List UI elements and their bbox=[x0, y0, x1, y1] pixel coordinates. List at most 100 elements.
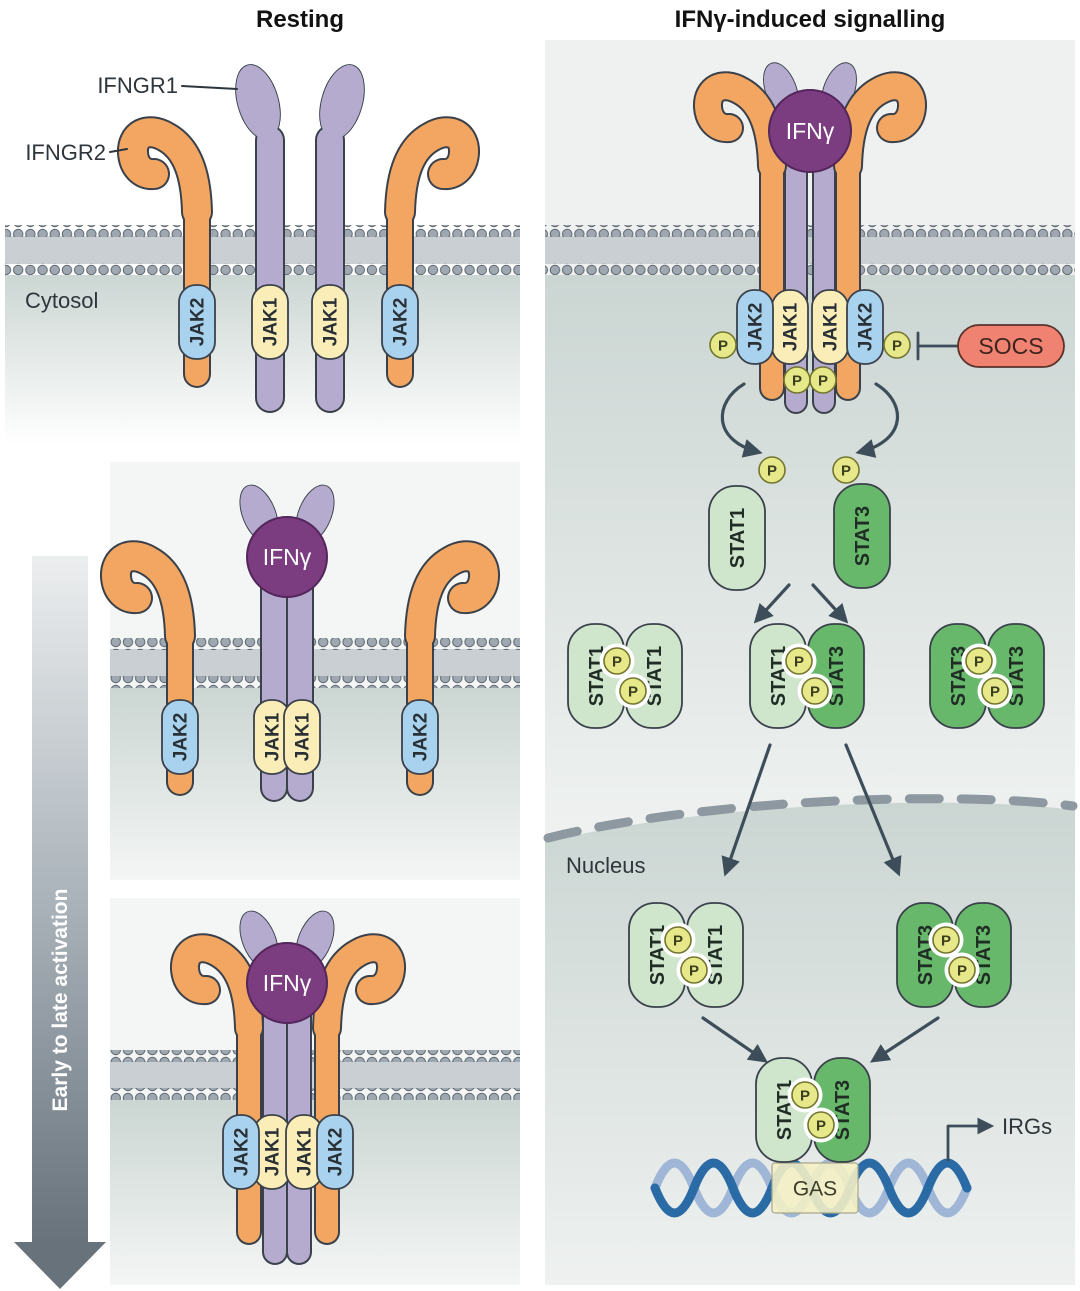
phospho-label: P bbox=[892, 338, 902, 355]
timeline-arrowhead bbox=[14, 1242, 106, 1289]
phospho-label: P bbox=[957, 963, 967, 980]
ifng-ligand: IFNγ bbox=[246, 516, 328, 598]
phospho-label: P bbox=[628, 684, 638, 701]
phospho-badge: P bbox=[599, 643, 635, 679]
jak2-pill: JAK2 bbox=[161, 699, 199, 775]
ifng-ligand: IFNγ bbox=[246, 942, 328, 1024]
ifng-label: IFNγ bbox=[263, 544, 312, 570]
phospho-badge: P bbox=[797, 673, 833, 709]
phospho-badge: P bbox=[928, 922, 964, 958]
phospho-label: P bbox=[941, 933, 951, 950]
phospho-badge: P bbox=[783, 366, 811, 394]
phospho-badge: P bbox=[809, 366, 837, 394]
phospho-label: P bbox=[810, 684, 820, 701]
nucleus-label: Nucleus bbox=[566, 853, 645, 878]
panel-title-resting: Resting bbox=[256, 6, 344, 33]
jak2-label: JAK2 bbox=[232, 1128, 253, 1177]
phospho-badge: P bbox=[961, 643, 997, 679]
panel-intermediate: IFNγ JAK2 JAK1 JAK1 JAK2 bbox=[100, 462, 520, 880]
cytosol-label: Cytosol bbox=[25, 288, 98, 313]
phospho-badge: P bbox=[709, 331, 737, 359]
phospho-badge: P bbox=[758, 456, 786, 484]
jak2-label: JAK2 bbox=[411, 713, 432, 762]
ifngr1-pointer-line bbox=[181, 85, 238, 90]
phospho-label: P bbox=[818, 373, 828, 390]
stat3-label: STAT3 bbox=[852, 506, 874, 566]
phospho-badge: P bbox=[832, 456, 860, 484]
panel-signalling: IFNγ-induced signalling bbox=[543, 6, 1078, 1285]
socs-label: SOCS bbox=[978, 333, 1043, 359]
jak2-label: JAK2 bbox=[326, 1128, 347, 1177]
jak1-label: JAK1 bbox=[821, 302, 842, 351]
phospho-badge: P bbox=[615, 673, 651, 709]
panel-resting: Resting Cytosol bbox=[5, 6, 520, 445]
gas-element: GAS bbox=[771, 1162, 859, 1214]
phospho-label: P bbox=[816, 1118, 826, 1135]
dna-binding-arrow-left bbox=[701, 1016, 768, 1063]
phosphorylation-arrow-left bbox=[720, 382, 763, 458]
jak1-pill: JAK1 bbox=[311, 284, 349, 360]
lipid-heads-bottom bbox=[545, 263, 1075, 275]
phospho-badge: P bbox=[977, 673, 1013, 709]
lipid-heads-top bbox=[545, 225, 1075, 237]
phospho-badge: P bbox=[883, 331, 911, 359]
jak2-pill: JAK2 bbox=[381, 284, 419, 360]
nuclear-import-arrow-left bbox=[721, 743, 772, 877]
phospho-label: P bbox=[794, 654, 804, 671]
phospho-badge: P bbox=[676, 952, 712, 988]
socs-inhibition bbox=[916, 331, 960, 361]
phospho-label: P bbox=[718, 338, 728, 355]
phospho-label: P bbox=[792, 373, 802, 390]
phospho-badge: P bbox=[781, 643, 817, 679]
gas-label: GAS bbox=[793, 1178, 837, 1201]
jak1-pill: JAK1 bbox=[251, 284, 289, 360]
jak1-label: JAK1 bbox=[263, 712, 284, 761]
stat3-pill: STAT3 bbox=[833, 483, 891, 589]
jak1-label: JAK1 bbox=[295, 1127, 316, 1176]
membrane-core bbox=[545, 236, 1075, 264]
stat1-label: STAT1 bbox=[727, 508, 749, 568]
jak1-label: JAK1 bbox=[263, 1127, 284, 1176]
phospho-badge: P bbox=[787, 1077, 823, 1113]
phospho-label: P bbox=[673, 933, 683, 950]
jak2-label: JAK2 bbox=[746, 303, 767, 352]
stat1-stat3-dimer: STAT1 STAT3 P P bbox=[749, 623, 865, 729]
jak2-label: JAK2 bbox=[171, 713, 192, 762]
phospho-label: P bbox=[612, 654, 622, 671]
phospho-label: P bbox=[990, 684, 1000, 701]
stat1-stat3-dimer-dna: STAT1 STAT3 P P bbox=[755, 1057, 871, 1163]
phospho-label: P bbox=[767, 463, 777, 480]
dimerization-arrow-right bbox=[811, 583, 849, 624]
jak1-label: JAK1 bbox=[321, 297, 342, 346]
stat3-stat3-dimer: STAT3 STAT3 P P bbox=[929, 623, 1045, 729]
socs-badge: SOCS bbox=[957, 324, 1065, 368]
nuclear-envelope bbox=[543, 794, 1078, 843]
phospho-label: P bbox=[974, 654, 984, 671]
panel-title-signalling: IFNγ-induced signalling bbox=[675, 6, 946, 33]
dna-binding-arrow-right bbox=[869, 1016, 940, 1063]
phospho-badge: P bbox=[660, 922, 696, 958]
phospho-label: P bbox=[800, 1088, 810, 1105]
stat1-pill: STAT1 bbox=[708, 485, 766, 591]
jak1-label: JAK1 bbox=[781, 302, 802, 351]
plasma-membrane bbox=[545, 225, 1075, 275]
phospho-badge: P bbox=[944, 952, 980, 988]
ifng-label: IFNγ bbox=[786, 118, 835, 144]
jak1-label: JAK1 bbox=[293, 712, 314, 761]
stat3-stat3-dimer-nuclear: STAT3 STAT3 P P bbox=[896, 902, 1012, 1008]
nuclear-import-arrow-right bbox=[844, 743, 902, 877]
jak2-label: JAK2 bbox=[856, 303, 877, 352]
jak2-label: JAK2 bbox=[188, 298, 209, 347]
jak2-pill: JAK2 bbox=[178, 284, 216, 360]
ifngr2-callout-label: IFNGR2 bbox=[25, 140, 106, 165]
phospho-label: P bbox=[841, 463, 851, 480]
phospho-badge: P bbox=[803, 1107, 839, 1143]
phospho-label: P bbox=[689, 963, 699, 980]
jak2-label: JAK2 bbox=[391, 298, 412, 347]
dimerization-arrow-left bbox=[753, 583, 791, 624]
irgs-label: IRGs bbox=[1002, 1114, 1052, 1139]
phosphorylation-arrow-right bbox=[855, 382, 899, 458]
transcription-arrow bbox=[946, 1117, 995, 1162]
